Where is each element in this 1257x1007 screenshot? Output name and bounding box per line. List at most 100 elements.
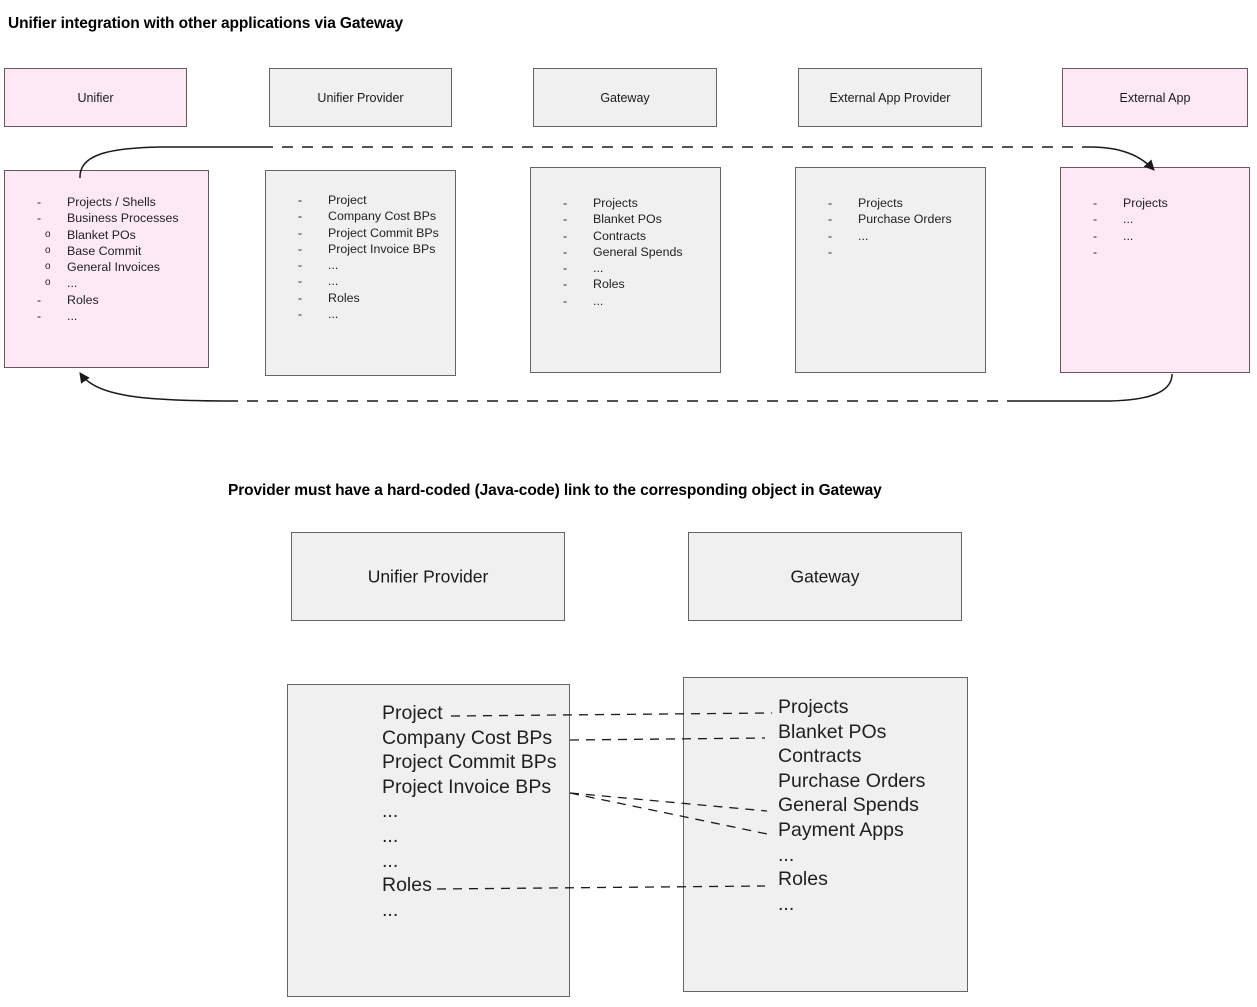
list-item: -... xyxy=(828,228,985,244)
list-item: ... xyxy=(778,843,795,866)
panel-unifier-provider-list: -Project-Company Cost BPs-Project Commit… xyxy=(298,192,455,322)
bottom-header-box-unifier-provider[interactable]: Unifier Provider xyxy=(291,532,565,621)
list-item: - Project Invoice BPs xyxy=(298,241,455,257)
header-box-unifier-provider[interactable]: Unifier Provider xyxy=(269,68,452,127)
list-item: -Blanket POs xyxy=(563,211,720,227)
list-item-label: Projects xyxy=(593,196,638,210)
list-item-label: Purchase Orders xyxy=(858,212,952,227)
list-item: - xyxy=(828,244,985,260)
panel-gateway[interactable]: - Projects-Blanket POs-Contracts-General … xyxy=(530,167,721,373)
flow-arrow-external-app-to-unifier xyxy=(79,372,1173,402)
list-item-marker: - xyxy=(828,196,833,210)
list-item: -Project xyxy=(298,192,455,208)
list-item-label: ... xyxy=(328,274,339,289)
list-item-marker: - xyxy=(298,274,303,289)
list-item-marker: - xyxy=(1093,228,1098,243)
list-item-marker: - xyxy=(298,225,303,240)
bottom-header-gateway-label: Gateway xyxy=(790,566,860,586)
list-item-marker: o xyxy=(45,261,51,273)
list-item-label: Blanket POs xyxy=(67,227,136,242)
header-box-unifier-provider-label: Unifier Provider xyxy=(317,90,404,105)
list-item-label: Project xyxy=(328,193,367,207)
list-item: ... xyxy=(778,892,795,915)
header-box-gateway-label: Gateway xyxy=(600,90,650,105)
header-box-gateway[interactable]: Gateway xyxy=(533,68,717,127)
list-item-label: Project Invoice BPs xyxy=(328,241,436,256)
list-item: ... xyxy=(382,898,399,921)
list-item-marker: - xyxy=(37,309,42,324)
list-item: - Roles xyxy=(563,276,720,292)
list-item-label: Roles xyxy=(593,277,625,292)
list-item: -Contracts xyxy=(563,228,720,244)
list-item: ... xyxy=(382,800,399,823)
section-title-provider-link: Provider must have a hard-coded (Java-co… xyxy=(228,482,882,499)
list-item: o... xyxy=(37,275,208,291)
list-item: - Projects xyxy=(828,195,985,211)
header-box-external-app-provider[interactable]: External App Provider xyxy=(798,68,982,127)
list-item: -General Spends xyxy=(563,244,720,260)
list-item-marker: - xyxy=(1093,212,1098,227)
list-item: -Roles xyxy=(298,290,455,306)
page-title: Unifier integration with other applicati… xyxy=(8,15,403,32)
list-item-marker: - xyxy=(298,290,303,305)
list-item: ... xyxy=(382,849,399,872)
panel-gateway-list: - Projects-Blanket POs-Contracts-General … xyxy=(563,195,720,309)
list-item-marker: - xyxy=(298,307,303,322)
list-item: - xyxy=(1093,244,1249,260)
list-item: Project Commit BPs xyxy=(382,751,557,774)
list-item-label: ... xyxy=(1123,228,1134,243)
list-item: - Company Cost BPs xyxy=(298,208,455,224)
list-item-marker: - xyxy=(563,293,568,308)
list-item: -Project Commit BPs xyxy=(298,225,455,241)
panel-unifier-provider[interactable]: -Project-Company Cost BPs-Project Commit… xyxy=(265,170,456,376)
list-item-marker: - xyxy=(1093,244,1098,259)
bottom-header-box-gateway[interactable]: Gateway xyxy=(688,532,962,621)
list-item: o General Invoices xyxy=(37,259,208,275)
list-item: - Purchase Orders xyxy=(828,211,985,227)
list-item: Roles xyxy=(382,874,432,897)
list-item: ... xyxy=(382,824,399,847)
list-item-label: Projects xyxy=(858,196,903,210)
list-item-label: ... xyxy=(67,309,78,324)
list-item-marker: - xyxy=(563,277,568,292)
list-item-label: Business Processes xyxy=(67,211,179,226)
list-item-marker: o xyxy=(45,228,51,240)
list-item: Purchase Orders xyxy=(778,769,926,792)
header-box-unifier[interactable]: Unifier xyxy=(4,68,187,127)
panel-external-app-list: -Projects-...-...- xyxy=(1093,195,1249,260)
panel-external-app-provider[interactable]: -Projects-Purchase Orders-...- xyxy=(795,167,986,373)
list-item-label: Projects xyxy=(1123,196,1168,210)
list-item-marker: - xyxy=(298,209,303,224)
list-item-label: General Invoices xyxy=(67,260,160,275)
list-item-marker: - xyxy=(563,212,568,227)
list-item-label: ... xyxy=(858,228,869,243)
list-item-marker: - xyxy=(298,258,303,273)
list-item: -... xyxy=(1093,228,1249,244)
list-item: o Blanket POs xyxy=(37,227,208,243)
list-item: -... xyxy=(1093,211,1249,227)
list-item-marker: o xyxy=(45,244,51,256)
list-item-marker: - xyxy=(828,212,833,227)
list-item-marker: - xyxy=(298,241,303,256)
list-item-label: Company Cost BPs xyxy=(328,209,437,224)
header-box-external-app[interactable]: External App xyxy=(1062,68,1248,127)
list-item: Project xyxy=(382,702,443,724)
list-item: -Roles xyxy=(37,292,208,308)
panel-external-app[interactable]: -Projects-...-...- xyxy=(1060,167,1250,373)
list-item: -... xyxy=(37,308,208,324)
list-item-marker: - xyxy=(828,228,833,243)
list-item-label: ... xyxy=(328,307,339,322)
list-item-label: ... xyxy=(593,293,604,308)
list-item: -Projects / Shells xyxy=(37,194,208,210)
list-item: -... xyxy=(563,293,720,309)
list-item-marker: - xyxy=(37,195,42,209)
list-item-marker: o xyxy=(45,277,51,289)
list-item-marker: - xyxy=(563,228,568,243)
